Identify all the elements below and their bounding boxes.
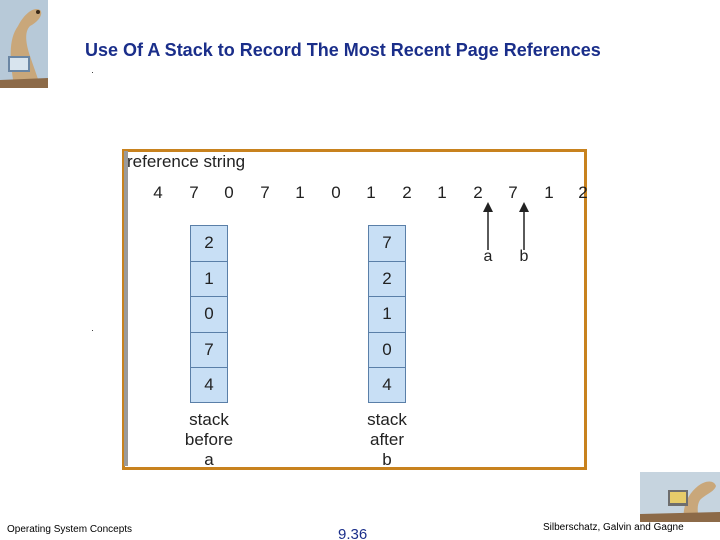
arrow-up-icon: [519, 202, 529, 250]
reference-item: 1: [544, 183, 554, 202]
reference-item: 2: [402, 183, 412, 202]
stack-cell: 4: [368, 367, 406, 403]
reference-item: 2: [578, 183, 588, 202]
stray-dot: [92, 330, 93, 331]
stack-after-label: stack after b: [367, 410, 407, 469]
slide-title: Use Of A Stack to Record The Most Recent…: [85, 40, 601, 60]
stray-dot: [92, 72, 93, 73]
stack-cell: 0: [190, 296, 228, 332]
lru-stack-figure: reference string 4 7 0 7 1 0 1 2 1 2 7 1…: [122, 149, 588, 470]
stack-after-b: 7 2 1 0 4: [368, 225, 406, 403]
reference-item: 1: [295, 183, 305, 202]
reference-item: 7: [189, 183, 199, 202]
footer-authors: Silberschatz, Galvin and Gagne: [543, 522, 684, 533]
stack-cell: 7: [368, 225, 406, 261]
dinosaur-logo-icon: [0, 0, 48, 88]
reference-item: 0: [224, 183, 234, 202]
stack-cell: 0: [368, 331, 406, 367]
stack-before-a: 2 1 0 7 4: [190, 225, 228, 403]
stack-cell: 7: [190, 331, 228, 367]
marker-b-label: b: [519, 248, 529, 265]
marker-a-label: a: [483, 248, 493, 265]
reference-item: 0: [331, 183, 341, 202]
reference-item: 1: [437, 183, 447, 202]
dinosaur-logo-icon: [640, 472, 720, 522]
reference-item: 7: [508, 183, 518, 202]
reference-item: 7: [260, 183, 270, 202]
stack-cell: 1: [190, 260, 228, 296]
stack-before-label: stack before a: [184, 410, 234, 469]
stack-cell: 2: [190, 225, 228, 261]
reference-item: 2: [473, 183, 483, 202]
reference-string-heading: reference string: [127, 152, 246, 171]
reference-item: 1: [366, 183, 376, 202]
reference-item: 4: [153, 183, 163, 202]
stack-cell: 1: [368, 296, 406, 332]
footer-book-title: Operating System Concepts: [7, 524, 133, 535]
stack-cell: 2: [368, 260, 406, 296]
slide-number: 9.36: [338, 526, 368, 540]
stack-cell: 4: [190, 367, 228, 403]
arrow-up-icon: [483, 202, 493, 250]
